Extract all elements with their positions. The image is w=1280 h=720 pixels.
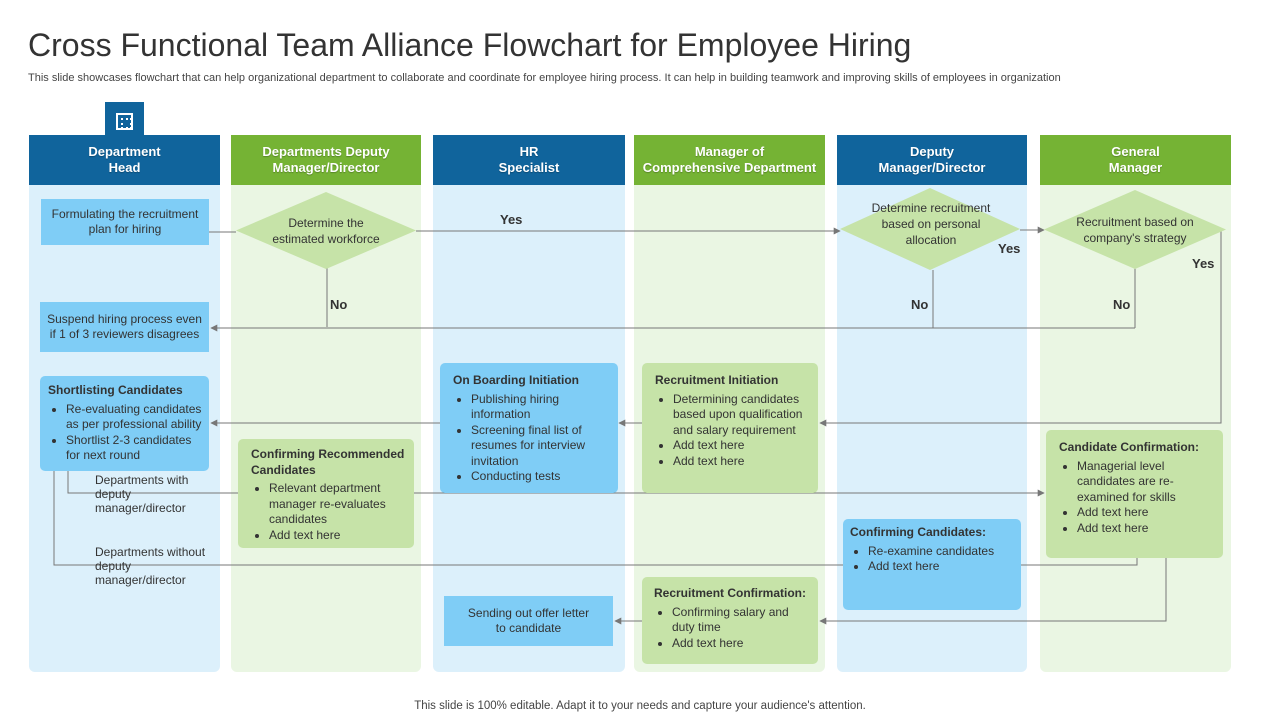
list-item: Add text here (868, 559, 1013, 575)
lane-header-label: Departments Deputy Manager/Director (262, 144, 390, 175)
node-title: Recruitment Confirmation: (654, 586, 807, 600)
node-recruitment-confirmation: Recruitment Confirmation: Confirming sal… (642, 577, 818, 664)
list-item: Determining candidates based upon qualif… (673, 392, 810, 439)
list-item: Confirming salary and duty time (672, 605, 810, 636)
decision-strategy-label: Recruitment based on company's strategy (1076, 215, 1194, 245)
decision-diamond (236, 192, 416, 269)
list-item: Re-examine candidates (868, 544, 1013, 560)
node-title: Confirming Recommended Candidates (251, 447, 405, 477)
yes-label: Yes (1192, 256, 1215, 271)
lane-header: General Manager (1040, 135, 1231, 185)
list-item: Add text here (673, 454, 810, 470)
no-label: No (1113, 297, 1131, 312)
list-item: Managerial level candidates are re-exami… (1077, 459, 1215, 506)
lane-header-label: General Manager (1108, 144, 1163, 175)
node-onboarding-initiation: On Boarding Initiation Publishing hiring… (440, 363, 618, 493)
lane-header-label: HR Specialist (498, 144, 560, 175)
list-item: Re-evaluating candidates as per professi… (66, 402, 203, 433)
page-subtitle: This slide showcases flowchart that can … (28, 72, 1061, 84)
node-title: On Boarding Initiation (453, 373, 579, 387)
list-item: Conducting tests (471, 469, 610, 485)
no-label: No (330, 297, 348, 312)
node-title: Confirming Candidates: (850, 525, 987, 539)
lane-header-label: Department Head (88, 144, 161, 175)
lane-header: Manager of Comprehensive Department (634, 135, 825, 185)
list-item: Relevant department manager re-evaluates… (269, 481, 406, 528)
node-candidate-confirmation: Candidate Confirmation: Managerial level… (1046, 430, 1223, 558)
page-title: Cross Functional Team Alliance Flowchart… (28, 27, 912, 63)
node-suspend-hiring: Suspend hiring process even if 1 of 3 re… (40, 302, 209, 352)
list-item: Publishing hiring information (471, 392, 610, 423)
list-item: Add text here (269, 528, 406, 544)
node-shortlisting-candidates: Shortlisting Candidates Re-evaluating ca… (40, 376, 209, 471)
page-footer: This slide is 100% editable. Adapt it to… (414, 700, 866, 712)
lane-header: Departments Deputy Manager/Director (231, 135, 421, 185)
list-item: Shortlist 2-3 candidates for next round (66, 433, 203, 464)
list-item: Screening final list of resumes for inte… (471, 423, 610, 470)
yes-label: Yes (500, 212, 523, 227)
org-chart-icon (116, 113, 133, 130)
connector-without-deputy (53, 471, 1138, 566)
node-title: Candidate Confirmation: (1059, 440, 1199, 454)
list-item: Add text here (672, 636, 810, 652)
connector-with-deputy (67, 471, 1045, 497)
node-recruitment-initiation: Recruitment Initiation Determining candi… (642, 363, 818, 493)
decision-diamond (840, 188, 1020, 270)
node-title: Shortlisting Candidates (48, 383, 183, 397)
note-with-deputy: Departments with deputy manager/director (95, 473, 189, 515)
decision-allocation-label: Determine recruitment based on personal … (871, 201, 991, 247)
decision-workforce-label: Determine the estimated workforce (272, 216, 380, 246)
lane-header: Deputy Manager/Director (837, 135, 1027, 185)
lane-header-label: Deputy Manager/Director (878, 144, 986, 175)
list-item: Add text here (673, 438, 810, 454)
connector-candidate-to-recruitment (819, 558, 1167, 625)
lane-header-label: Manager of Comprehensive Department (642, 144, 817, 175)
note-without-deputy: Departments without deputy manager/direc… (95, 545, 206, 587)
node-title: Recruitment Initiation (655, 373, 779, 387)
lane-header: Department Head (29, 135, 220, 185)
node-confirming-candidates: Confirming Candidates: Re-examine candid… (843, 519, 1021, 610)
yes-label: Yes (998, 241, 1021, 256)
list-item: Add text here (1077, 521, 1215, 537)
lane-header: HR Specialist (433, 135, 625, 185)
node-sending-offer: Sending out offer letter to candidate (444, 596, 613, 646)
list-item: Add text here (1077, 505, 1215, 521)
no-label: No (911, 297, 929, 312)
decision-diamond (1044, 190, 1226, 269)
node-formulating-plan: Formulating the recruitment plan for hir… (41, 199, 209, 245)
node-confirming-recommended: Confirming Recommended Candidates Releva… (238, 439, 414, 548)
